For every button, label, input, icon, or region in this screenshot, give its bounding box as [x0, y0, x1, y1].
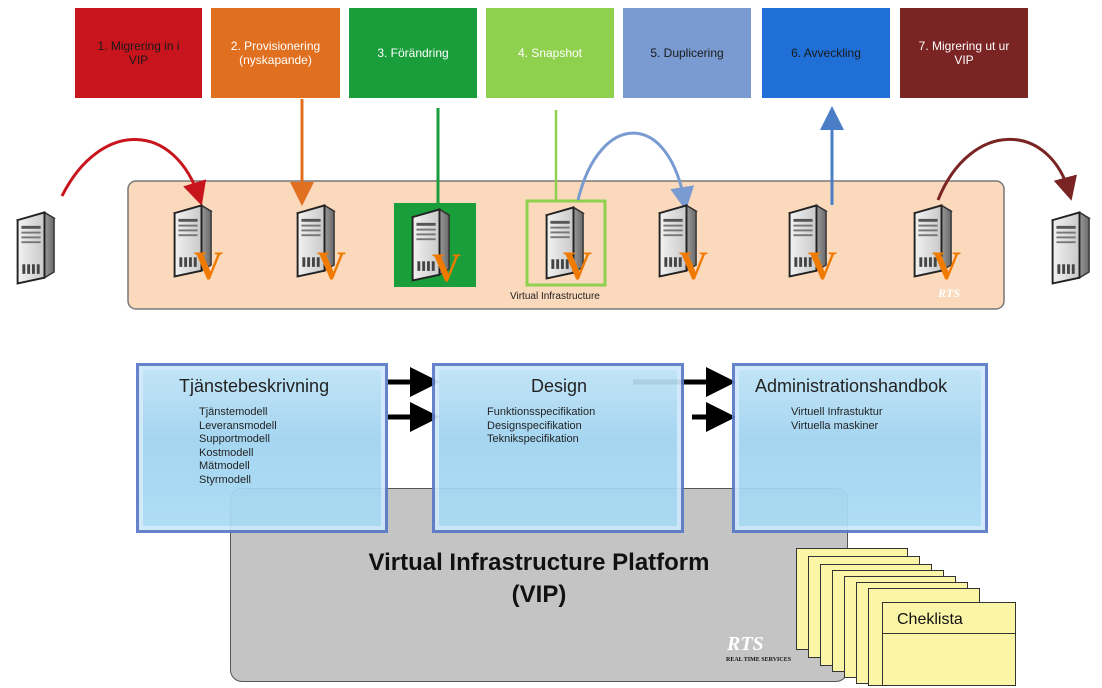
checklist-front: Cheklista [882, 602, 1016, 686]
phase-3-forandring: 3. Förändring [349, 8, 477, 98]
phase-5-label: 5. Duplicering [650, 46, 724, 60]
list-item: Supportmodell [199, 433, 270, 445]
vip-title: Virtual Infrastructure Platform (VIP) [368, 549, 710, 608]
doc-design-title: Design [531, 376, 588, 396]
checklist-label: Cheklista [897, 611, 963, 628]
arrow-migrering-in [60, 138, 207, 206]
server-outside-right-icon [1051, 211, 1091, 285]
virtual-infrastructure-label: Virtual Infrastructure [510, 291, 600, 302]
phase-1-migrering-in: 1. Migrering in i VIP [75, 8, 202, 98]
phase-2-provisionering: 2. Provisionering (nyskapande) [211, 8, 340, 98]
list-item: Designspecifikation [487, 419, 582, 432]
server-1-v-mark: V [194, 243, 223, 288]
server-3-v-mark: V [432, 245, 461, 290]
server-outside-left-icon [16, 211, 56, 285]
list-item: Virtuell Infrastuktur [791, 406, 883, 418]
doc-administrationshandbok: Administrationshandbok Virtuell Infrastu… [732, 363, 988, 533]
phase-4-snapshot: 4. Snapshot [486, 8, 614, 98]
rts-logo: RTS [727, 633, 764, 655]
server-6-v-mark: V [808, 243, 837, 288]
rts-small-logo: RTS [938, 286, 961, 300]
doc-design-items: Funktionsspecifikation Designspecifikati… [487, 406, 595, 447]
arrow-migrering-ut [936, 137, 1077, 201]
list-item: Styrmodell [199, 473, 251, 486]
phase-7-migrering-ut: 7. Migrering ut ur VIP [900, 8, 1028, 98]
phase-3-label: 3. Förändring [377, 46, 449, 60]
list-item: Funktionsspecifikation [487, 406, 596, 418]
phase-1-label: 1. Migrering in i VIP [97, 39, 180, 67]
doc-tjanst-title: Tjänstebeskrivning [179, 376, 330, 396]
server-5-v-mark: V [679, 243, 708, 288]
phase-2-label: 2. Provisionering (nyskapande) [230, 39, 321, 67]
checklist-stack: Cheklista [796, 548, 1022, 686]
list-item: Leveransmodell [199, 419, 277, 432]
phase-7-label: 7. Migrering ut ur VIP [918, 39, 1010, 67]
checklist-rule [883, 633, 1015, 634]
server-2-v-mark: V [317, 243, 346, 288]
doc-tjanst-items: Tjänstemodell Leveransmodell Supportmode… [199, 406, 277, 487]
list-item: Mätmodell [199, 460, 250, 472]
list-item: Kostmodell [199, 446, 254, 459]
phase-6-avveckling: 6. Avveckling [762, 8, 890, 98]
phase-5-duplicering: 5. Duplicering [623, 8, 751, 98]
list-item: Teknikspecifikation [487, 433, 579, 445]
phase-6-label: 6. Avveckling [791, 46, 861, 60]
doc-admin-title: Administrationshandbok [755, 376, 948, 396]
server-4-v-mark: V [563, 243, 592, 288]
doc-design: Design Funktionsspecifikation Designspec… [432, 363, 684, 533]
doc-tjanstebeskrivning: Tjänstebeskrivning Tjänstemodell Leveran… [136, 363, 388, 533]
doc-admin-items: Virtuell Infrastuktur Virtuella maskiner [791, 406, 883, 433]
server-7-v-mark: V [932, 243, 961, 288]
list-item: Virtuella maskiner [791, 419, 879, 432]
rts-subtitle: REAL TIME SERVICES [726, 657, 792, 663]
arrow-duplicering [576, 131, 695, 211]
phase-4-label: 4. Snapshot [517, 46, 583, 60]
list-item: Tjänstemodell [199, 406, 268, 418]
snapshot-highlight [525, 199, 607, 287]
